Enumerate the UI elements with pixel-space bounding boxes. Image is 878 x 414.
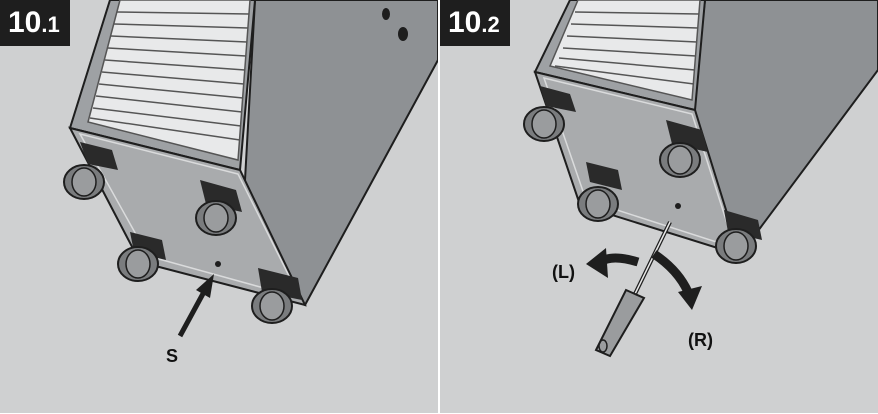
caster-mount	[80, 142, 118, 170]
push-arrow	[177, 274, 214, 338]
step-tag: 10.1	[0, 0, 70, 46]
rotate-right-arrow	[651, 250, 702, 310]
label-s: S	[166, 346, 179, 366]
caster-wheel	[715, 228, 757, 264]
side-hole	[398, 27, 408, 41]
caster-mount	[540, 86, 576, 112]
side-hole	[382, 8, 390, 20]
panel-10-2-illustration	[523, 0, 878, 358]
label-r: (R)	[688, 330, 713, 350]
cabinet-bottom	[68, 126, 307, 307]
caster-wheel	[523, 106, 565, 142]
panel-10-2: 10.2 (L) (R)	[440, 0, 878, 413]
caster-wheel	[195, 200, 237, 236]
step-sub: .1	[41, 12, 60, 37]
screw-hole	[675, 203, 681, 209]
step-tag: 10.2	[440, 0, 510, 46]
caster-wheel	[63, 164, 105, 200]
caster-wheel	[659, 142, 701, 178]
panel-10-1-illustration	[63, 0, 438, 338]
vent-slats	[87, 0, 251, 161]
step-number: 10	[448, 6, 482, 39]
vent-slats	[548, 0, 701, 101]
step-sub: .2	[481, 12, 500, 37]
rotate-left-arrow	[586, 248, 640, 278]
caster-wheel	[577, 186, 619, 222]
caster-mount	[586, 162, 622, 190]
panel-10-1: 10.1 S	[0, 0, 438, 413]
screwdriver-icon	[594, 221, 672, 358]
caster-wheel	[117, 246, 159, 282]
screw-hole	[215, 261, 221, 267]
label-l: (L)	[552, 262, 575, 282]
caster-wheel	[251, 288, 293, 324]
step-number: 10	[8, 6, 42, 39]
